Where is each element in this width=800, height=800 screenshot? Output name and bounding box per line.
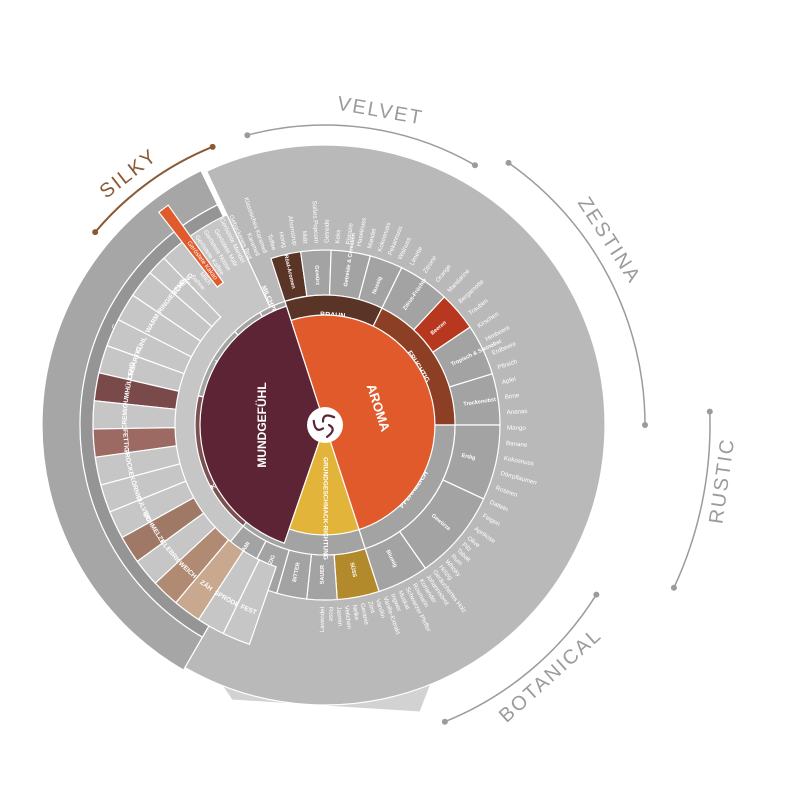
- r3-trocken: [94, 445, 181, 486]
- outer-term: Nelke: [351, 604, 361, 621]
- core-grundgeschmack: [288, 423, 360, 536]
- spiral-stroke: [312, 419, 325, 431]
- outer-term: Toffee: [266, 233, 278, 252]
- outer-term: Ananas: [506, 408, 527, 416]
- r3-cremig-label: CREMIG: [121, 403, 129, 429]
- r3-mundumhuellend: [93, 372, 180, 410]
- r3-pulverig: [109, 480, 195, 539]
- term-highlight: [157, 204, 225, 288]
- r3-fest: [222, 559, 277, 646]
- outer-term: Malz: [300, 231, 308, 245]
- core-aroma: [290, 314, 436, 531]
- r3-weich: [154, 526, 230, 604]
- arc-endpoint: [593, 591, 600, 598]
- spiral-stroke: [321, 414, 336, 423]
- arc-endpoint: [706, 408, 713, 415]
- botanical-arc: [444, 594, 598, 723]
- r3-sauer-label: SAUER: [320, 565, 326, 584]
- r3-suess-label: SÜSS: [348, 562, 358, 578]
- outer-term: Apfel: [501, 376, 516, 386]
- r3-klebrig: [136, 512, 217, 585]
- outer-term: Jasmin: [335, 606, 343, 627]
- outer-term: Zimt: [366, 601, 376, 615]
- arc-endpoint: [209, 143, 216, 150]
- style-zestina: ZESTINA: [573, 193, 645, 288]
- zestina-arc: [508, 162, 646, 426]
- outer-term: Süßes Popcorn: [311, 200, 320, 243]
- outer-term: Lavendel: [319, 607, 326, 632]
- r3-gewuerz-label: Gewürz: [313, 265, 320, 285]
- r3-fettig-label: FETTIG: [121, 429, 130, 453]
- outer-term: Pistazie: [345, 222, 355, 245]
- outer-term: Getreide: [324, 219, 331, 243]
- arc-endpoint: [244, 132, 251, 139]
- arc-endpoint: [92, 229, 99, 236]
- outer-term: Pilz: [461, 541, 473, 553]
- r3-warm: [117, 294, 202, 358]
- r3-sproede: [197, 549, 261, 635]
- r3-wachsartig: [98, 344, 185, 392]
- outer-term: Keks: [334, 229, 342, 243]
- r3-fettig: [92, 427, 178, 458]
- arc-endpoint: [472, 162, 478, 169]
- style-silky: SILKY: [96, 145, 162, 203]
- spiral-stroke: [325, 423, 334, 438]
- outer-term: Geranie: [358, 603, 369, 627]
- core-grundgeschmack-label: GRUNDGESCHMACK-RICHTUNG: [321, 457, 328, 560]
- outer-term: Veilchen: [343, 605, 353, 630]
- outer-term: Banane: [506, 440, 528, 449]
- style-rustic: RUSTIC: [705, 437, 739, 526]
- r3-adstringierend: [131, 271, 213, 342]
- r3-stechend: [149, 257, 222, 328]
- r3-trockenobst-label: Trockenobst: [463, 397, 496, 408]
- r3-schmelzend: [121, 496, 205, 563]
- center-emblem: [307, 407, 343, 443]
- style-velvet: VELVET: [335, 93, 425, 130]
- rustic-arc: [673, 411, 711, 589]
- outer-term: Mandel: [366, 228, 378, 249]
- arc-endpoint: [642, 422, 648, 428]
- arc-endpoint: [505, 159, 512, 166]
- velvet-arc: [247, 124, 476, 166]
- r3-zaeh: [175, 539, 245, 621]
- arc-endpoint: [670, 584, 677, 591]
- outer-term: Mango: [507, 425, 527, 432]
- outer-term: Honig: [277, 231, 288, 249]
- silky-arc: [94, 145, 213, 233]
- r3-bitter-label: BITTER: [292, 562, 302, 583]
- r3-kuehl: [106, 318, 193, 375]
- arc-endpoint: [441, 718, 448, 725]
- r3-erdig-label: Erdig: [461, 453, 476, 462]
- r3-koernig: [100, 463, 187, 513]
- style-botanical: BOTANICAL: [495, 624, 606, 727]
- core-mundgefuehl-label: MUNDGEFÜHL: [254, 382, 269, 467]
- spiral-icon: [307, 407, 343, 443]
- outer-term: Rose: [327, 607, 334, 622]
- outer-term: Birne: [504, 392, 520, 401]
- r3-cremig: [92, 400, 177, 430]
- core-ring: [199, 305, 436, 544]
- outer-term: Ahornsirup: [286, 215, 298, 246]
- core-mundgefuehl: [199, 305, 326, 544]
